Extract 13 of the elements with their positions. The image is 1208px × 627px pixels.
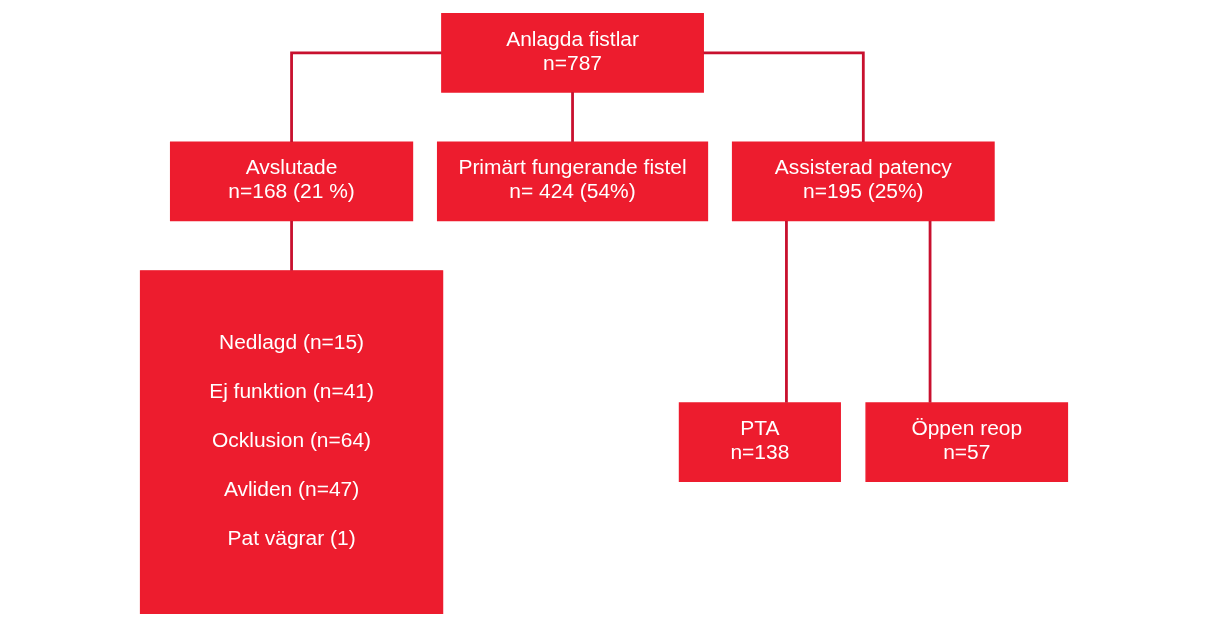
node-box: Avslutade n=168 (21 %) <box>169 141 414 222</box>
node-box: Nedlagd (n=15) Ej funktion (n=41) Ocklusion (n=64) Avliden (n=47) Pat vägrar (1) <box>139 270 444 615</box>
connector <box>703 51 865 143</box>
connector <box>928 221 932 403</box>
node-box: Anlagda fistlar n=787 <box>441 12 704 93</box>
node-box: PTA n=138 <box>678 402 841 482</box>
node-box: Primärt fungerande fistel n= 424 (54%) <box>436 141 709 222</box>
connector <box>290 51 442 143</box>
connector <box>571 92 574 142</box>
node-box: Öppen reop n=57 <box>865 402 1069 482</box>
connector <box>785 221 788 403</box>
node-box: Assisterad patency n=195 (25%) <box>731 141 995 222</box>
connector <box>290 221 293 271</box>
